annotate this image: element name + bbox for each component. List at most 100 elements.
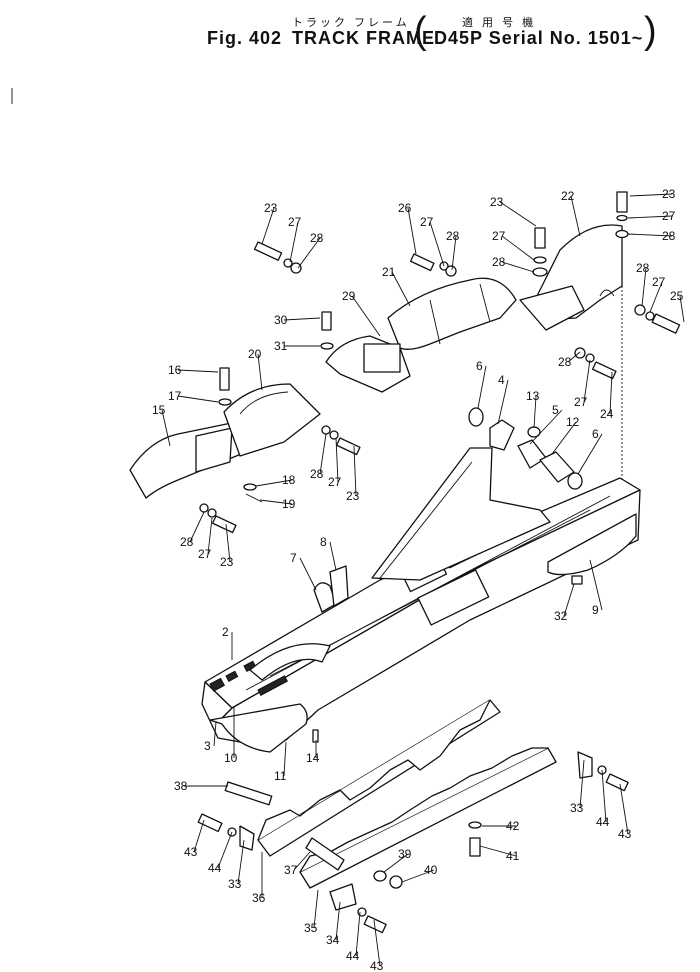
washer-27 (207, 508, 217, 518)
leader-line-p35 (313, 889, 319, 929)
leader-line-p24 (609, 371, 613, 415)
callout-p33a: 33 (570, 801, 584, 815)
callout-p28g: 28 (310, 467, 324, 481)
callout-p23d: 23 (346, 489, 360, 503)
callout-p44b: 44 (208, 861, 222, 875)
leader-line-p27a (289, 221, 299, 263)
leader-line-p30 (283, 317, 321, 321)
bolt-30 (321, 311, 332, 331)
washer-28 (532, 267, 548, 277)
bushing-5 (517, 439, 547, 469)
guard-36-teeth (257, 699, 491, 841)
leader-line-p33a (579, 759, 585, 809)
leader-line-p39 (383, 853, 409, 873)
bolt-23 (211, 515, 237, 534)
japanese-title: トラック フレーム (292, 17, 410, 29)
cover-22-base (519, 285, 585, 331)
pivot-4 (489, 419, 515, 451)
leader-line-p27f (583, 359, 591, 403)
lower-fasteners (197, 751, 629, 934)
callout-p26: 26 (398, 201, 412, 215)
leader-line-p29 (351, 295, 381, 337)
callout-p40: 40 (424, 863, 438, 877)
leader-line-p28g (319, 433, 327, 475)
callout-p7: 7 (290, 551, 297, 565)
ring-6b (567, 472, 583, 490)
figure-title: TRACK FRAME (292, 28, 435, 48)
callout-p35: 35 (304, 921, 318, 935)
bolt-43a (605, 773, 629, 792)
callout-p17: 17 (168, 389, 182, 403)
callout-p16: 16 (168, 363, 182, 377)
washer-27 (329, 430, 339, 440)
callout-p33b: 33 (228, 877, 242, 891)
leader-line-p12 (551, 421, 577, 455)
callout-p25: 25 (670, 289, 684, 303)
plate-34 (329, 883, 357, 911)
guard-37-teeth (299, 747, 548, 873)
callout-p20: 20 (248, 347, 262, 361)
bolt-24 (591, 361, 617, 380)
callout-p31: 31 (274, 339, 288, 353)
callout-p30: 30 (274, 313, 288, 327)
nut-40 (389, 875, 403, 889)
leader-line-p22 (570, 195, 581, 237)
frame-slot (257, 675, 288, 696)
callout-p13: 13 (526, 389, 540, 403)
leader-line-p28b (451, 235, 457, 271)
leader-line-p27d (627, 215, 673, 219)
callout-p37: 37 (284, 863, 298, 877)
serial-range: D45P Serial No. 1501~ (434, 28, 644, 48)
leader-line-p26 (407, 207, 417, 255)
close-paren: ) (644, 10, 657, 52)
washer-27 (616, 214, 628, 222)
leader-line-p19 (259, 499, 293, 505)
callout-p8: 8 (320, 535, 327, 549)
callout-p6a: 6 (476, 359, 483, 373)
cover-29-box (363, 343, 401, 373)
leader-line-p4 (497, 379, 509, 425)
spacer-37 (305, 837, 345, 871)
leader-line-p28c (501, 261, 535, 273)
leader-line-p23b (499, 201, 537, 227)
callout-p43a: 43 (618, 827, 632, 841)
ring-6a (468, 407, 484, 427)
leader-line-p17 (177, 395, 219, 403)
callout-p4: 4 (498, 373, 505, 387)
callout-p27f: 27 (574, 395, 588, 409)
frame-plate (417, 569, 490, 626)
callout-p39: 39 (398, 847, 412, 861)
cover-20-edge (239, 391, 289, 415)
washer-39 (373, 870, 387, 882)
callout-p5: 5 (552, 403, 559, 417)
plug-32 (571, 575, 583, 585)
washer-28 (290, 262, 302, 274)
leader-line-p7 (299, 557, 317, 591)
callout-p19: 19 (282, 497, 296, 511)
leader-line-p15 (161, 409, 171, 447)
bolt-23 (335, 437, 361, 456)
leader-line-p27g (335, 437, 339, 483)
callout-p27h: 27 (198, 547, 212, 561)
leader-line-p23a (261, 207, 275, 245)
leader-line-p27e (649, 281, 663, 313)
leader-line-p43c (373, 919, 381, 967)
callout-p22: 22 (561, 189, 575, 203)
rock-guards (224, 699, 557, 889)
washer-28 (445, 265, 457, 277)
bolt-23 (616, 191, 628, 213)
washer-28 (574, 347, 586, 359)
callout-p3: 3 (204, 739, 211, 753)
callout-p9: 9 (592, 603, 599, 617)
callout-p28e: 28 (636, 261, 650, 275)
callout-p15: 15 (152, 403, 166, 417)
leader-line-p43b (193, 819, 205, 853)
leader-line-p28d (627, 233, 673, 237)
covers (129, 224, 623, 499)
callout-p42: 42 (506, 819, 520, 833)
washer-28 (321, 425, 331, 435)
callout-p28a: 28 (310, 231, 324, 245)
leader-line-p23d (353, 445, 357, 497)
bolt-26 (409, 253, 435, 272)
